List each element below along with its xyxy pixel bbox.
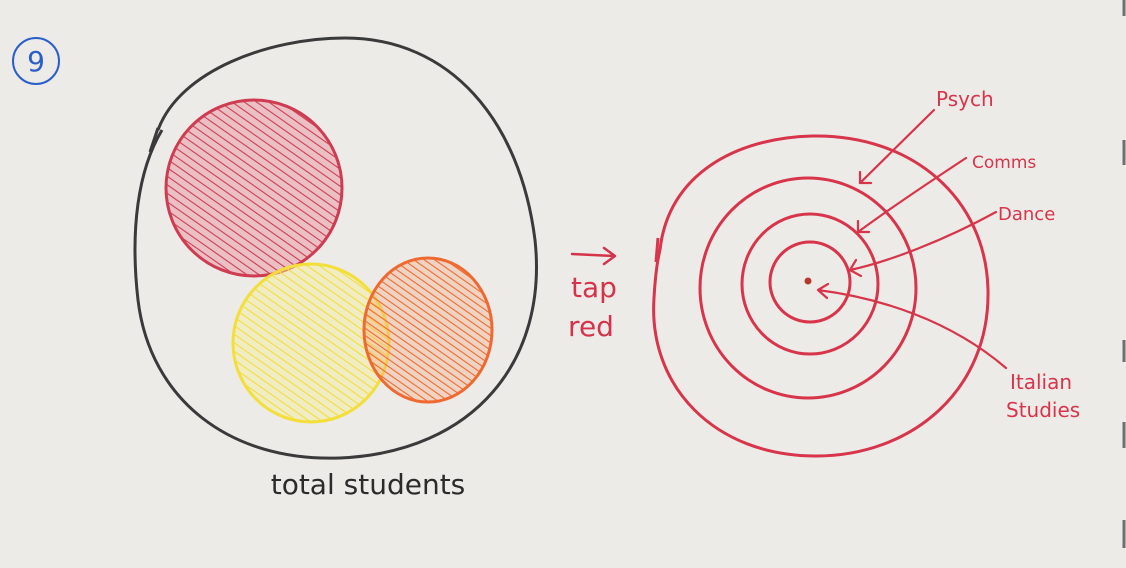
ring-dance	[740, 212, 880, 356]
ring-psych	[652, 134, 990, 458]
concentric-diagram: Psych Comms Dance Italian Studies	[652, 87, 1080, 458]
dance-label: Dance	[998, 204, 1055, 225]
studies-label: Studies	[1006, 398, 1080, 422]
italian-label: Italian	[1010, 370, 1072, 394]
ring-tail	[654, 237, 660, 263]
red-set-hatching	[166, 100, 342, 276]
italian-pointer-arrow	[816, 282, 1008, 370]
page-number: 9	[27, 45, 45, 78]
orange-set-hatching	[364, 258, 492, 402]
page-number-badge: 9	[12, 37, 60, 85]
arrow-caption-tap: tap	[571, 271, 617, 304]
transform-arrow: tap red	[568, 246, 617, 343]
ring-comms	[698, 176, 918, 400]
psych-pointer-arrow	[858, 108, 936, 185]
outline-stroke-tail	[148, 127, 160, 153]
comms-label: Comms	[972, 153, 1036, 173]
psych-label: Psych	[936, 87, 994, 111]
red-set-circle	[164, 98, 344, 278]
dance-pointer-arrow	[848, 210, 998, 278]
arrow-caption-red: red	[568, 310, 614, 343]
orange-set-circle	[362, 256, 494, 404]
total-students-outline	[133, 36, 538, 460]
total-students-diagram: total students	[133, 36, 538, 501]
yellow-set-hatching	[233, 264, 389, 422]
total-students-label: total students	[271, 468, 466, 501]
arrow-icon	[570, 246, 617, 266]
comms-pointer-arrow	[856, 156, 968, 234]
ring-italian-studies	[768, 240, 852, 324]
center-dot	[804, 277, 812, 285]
